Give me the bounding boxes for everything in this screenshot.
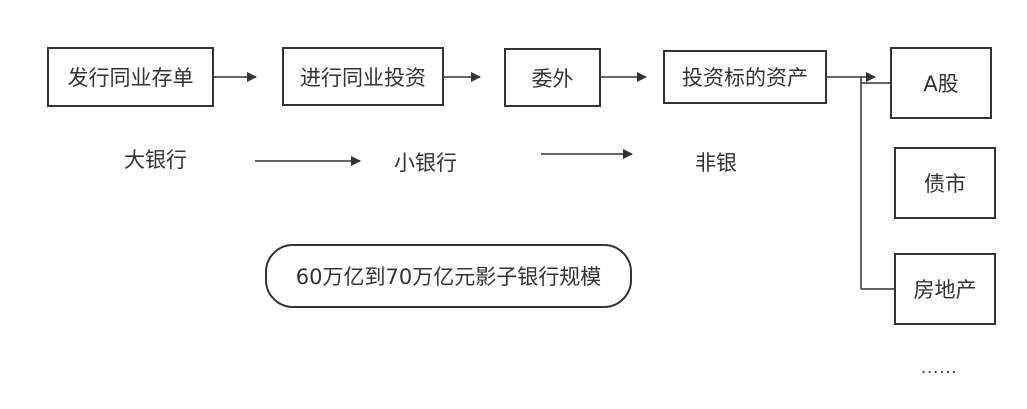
step-interbank-investment: 进行同业投资 (282, 47, 444, 106)
asset-more-ellipsis: ...... (921, 358, 958, 377)
step-invest-target-assets: 投资标的资产 (663, 50, 827, 104)
asset-a-share: A股 (890, 47, 992, 119)
actor-big-bank: 大银行 (124, 148, 187, 172)
asset-real-estate: 房地产 (894, 253, 996, 325)
step-outsourcing: 委外 (504, 48, 601, 107)
step-issue-interbank-cd: 发行同业存单 (47, 47, 214, 107)
asset-bond-market: 债市 (894, 147, 996, 219)
shadow-banking-scale-box: 60万亿到70万亿元影子银行规模 (265, 244, 632, 308)
actor-non-bank: 非银 (695, 151, 737, 175)
actor-small-bank: 小银行 (394, 151, 457, 175)
